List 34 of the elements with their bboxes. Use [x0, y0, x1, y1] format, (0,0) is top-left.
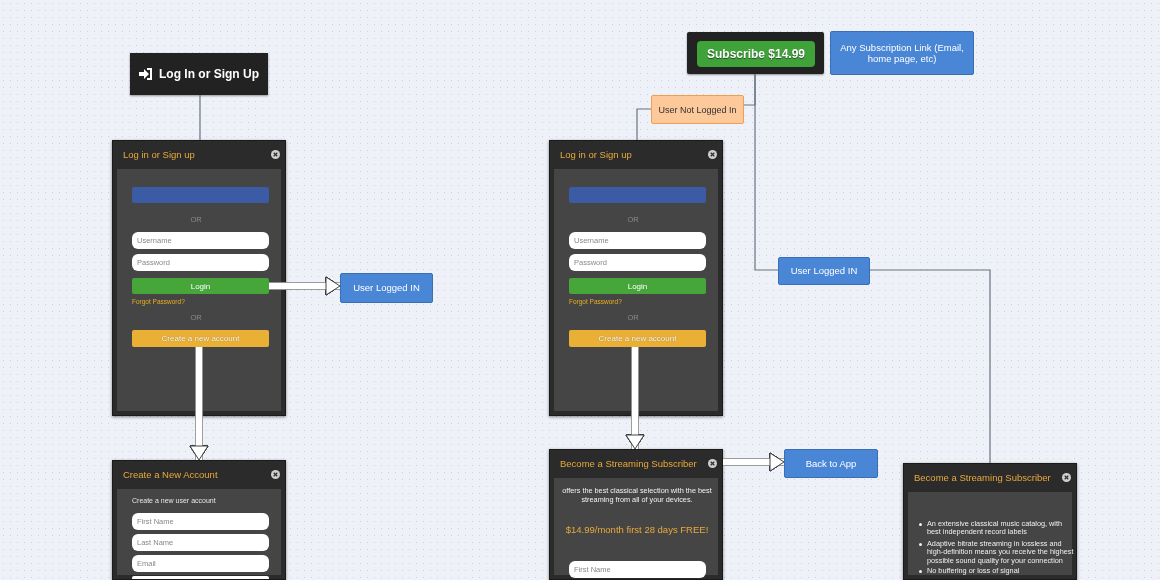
- create-account-button: Create a new account: [569, 330, 706, 347]
- dialog-window: [903, 463, 1077, 580]
- connector-line: [636, 108, 652, 141]
- subscribe-button: Subscribe $14.99: [697, 41, 815, 67]
- dialog-title: Log in or Sign up: [560, 149, 632, 160]
- dialog-title: Become a Streaming Subscriber: [914, 472, 1051, 483]
- state-box: User Logged IN: [340, 273, 433, 303]
- dialog-window: [549, 140, 723, 416]
- dialog-window: [112, 460, 286, 580]
- arrow: [269, 276, 341, 296]
- login-button: Login: [132, 278, 269, 294]
- login-button: Login: [569, 278, 706, 294]
- arrow: [189, 347, 209, 461]
- dialog-window: [549, 449, 723, 580]
- button-frame: [687, 32, 824, 74]
- dialog-title: Log in or Sign up: [123, 149, 195, 160]
- signin-button: Log In or Sign Up: [130, 53, 268, 95]
- action-box: Any Subscription Link (Email, home page, etc): [830, 31, 974, 75]
- arrow: [625, 347, 645, 450]
- connector-line: [754, 73, 779, 271]
- connector-line: [869, 269, 991, 464]
- social-login-button: [132, 187, 269, 203]
- input-field: [132, 576, 269, 579]
- state-box: User Not Logged In: [651, 95, 744, 124]
- price-text: $14.99/month first 28 days FREE!: [564, 523, 710, 537]
- create-account-button: Create a new account: [132, 330, 269, 347]
- connector-line: [199, 94, 201, 141]
- dialog-window: [112, 140, 286, 416]
- dialog-title: Create a New Account: [123, 469, 218, 480]
- social-login-button: [569, 187, 706, 203]
- state-box: User Logged IN: [778, 257, 870, 285]
- action-box: Back to App: [784, 449, 878, 478]
- dialog-title: Become a Streaming Subscriber: [560, 458, 697, 469]
- arrow: [723, 452, 785, 472]
